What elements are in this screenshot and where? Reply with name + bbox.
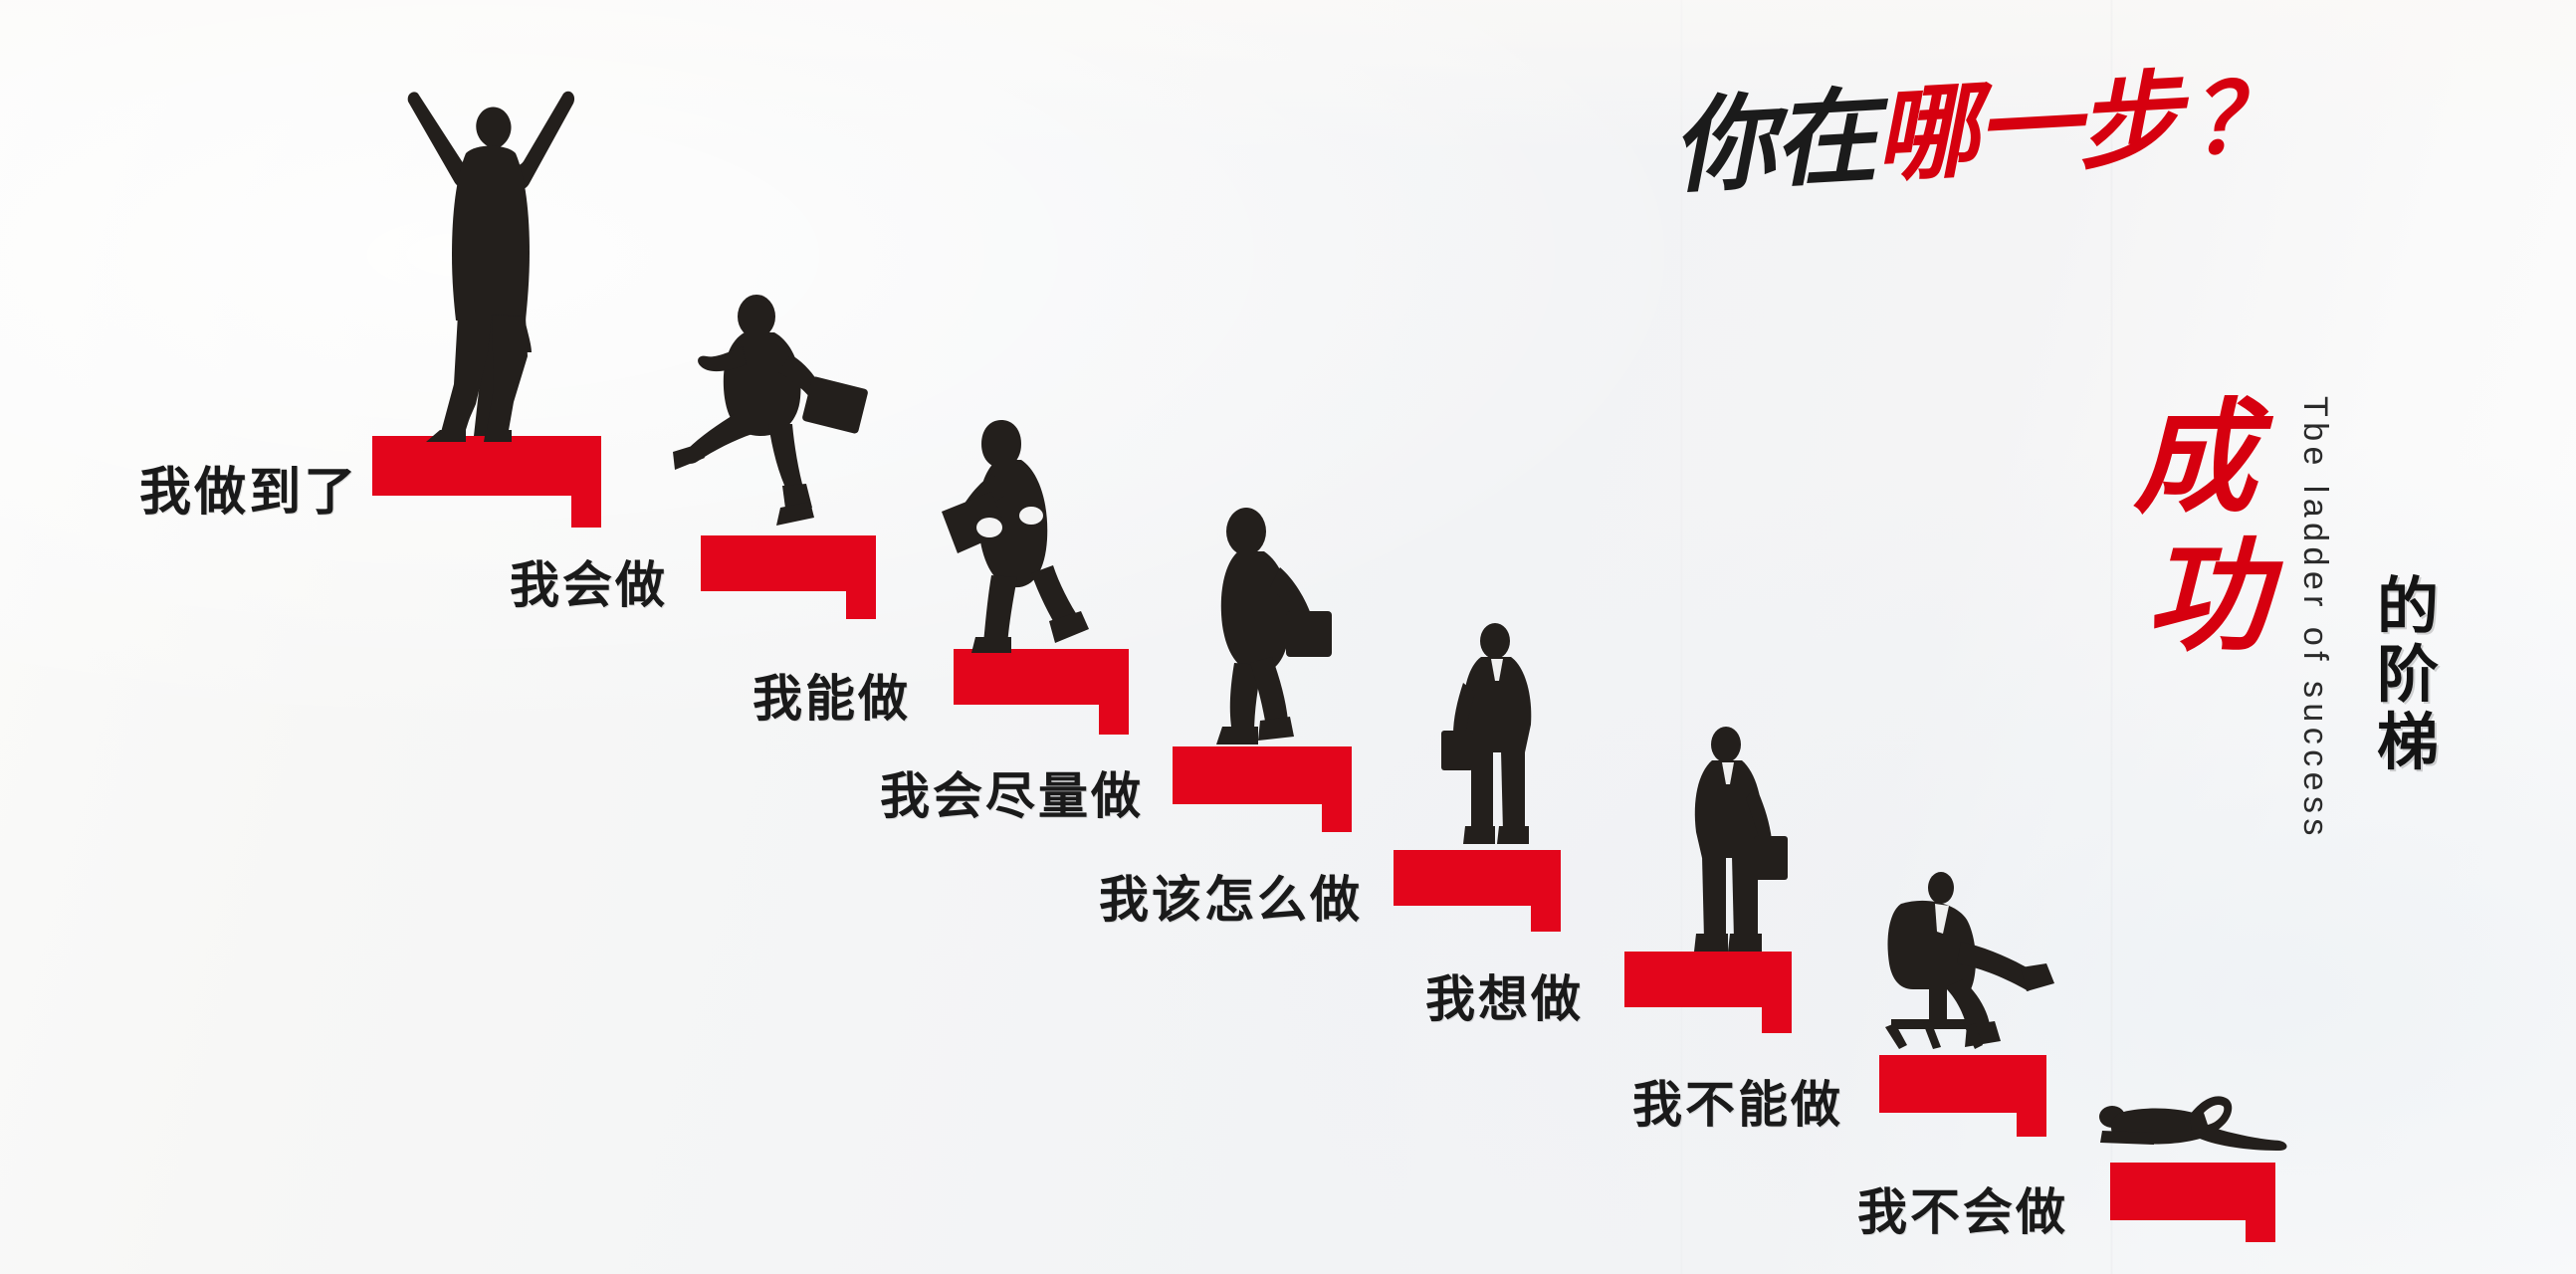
step-riser-7	[2017, 1073, 2046, 1137]
brand-title-char-2: 功	[2145, 524, 2269, 669]
brand-title-char-1: 成	[2132, 386, 2256, 531]
step-label-4: 我会尽量做	[880, 768, 1144, 824]
figure-running-businessman	[665, 295, 874, 539]
brand-title-chinese: 成 功	[2110, 386, 2279, 669]
figure-standing-man-suit-briefcase	[1437, 623, 1561, 854]
step-riser-2	[846, 553, 876, 619]
step-label-6: 我想做	[1425, 971, 1584, 1027]
brand-suffix-vertical: 的阶梯	[2366, 573, 2439, 777]
figure-walking-man-with-briefcase	[936, 416, 1115, 657]
brand-block: 成 功 Tbe ladder of success 的阶梯	[2110, 386, 2508, 948]
step-label-3: 我能做	[752, 671, 911, 727]
figure-celebrating-person	[396, 86, 585, 444]
step-label-1: 我做到了	[139, 464, 359, 522]
step-label-5: 我该怎么做	[1099, 872, 1363, 928]
step-riser-1	[571, 456, 601, 528]
step-riser-4	[1322, 766, 1352, 832]
figure-man-sitting-office-chair	[1879, 872, 2100, 1063]
step-riser-5	[1531, 868, 1561, 932]
headline-red-text: 哪一步	[1871, 57, 2183, 197]
headline-black-text: 你在	[1668, 74, 1878, 208]
brand-english-vertical: Tbe ladder of success	[2296, 396, 2334, 841]
step-riser-3	[1099, 669, 1129, 735]
step-riser-6	[1762, 969, 1792, 1033]
step-riser-8	[2246, 1180, 2275, 1242]
headline: 你在哪一步？	[1669, 58, 2289, 208]
headline-question-mark: ？	[2187, 59, 2289, 177]
figure-standing-man-briefcase	[1672, 727, 1798, 961]
step-label-8: 我不会做	[1857, 1184, 2068, 1240]
step-label-7: 我不能做	[1632, 1077, 1843, 1133]
figure-man-lying-down	[2094, 1093, 2293, 1168]
step-slab-1	[372, 436, 601, 496]
step-label-2: 我会做	[510, 557, 668, 613]
figure-climbing-man-with-bag	[1190, 508, 1362, 756]
